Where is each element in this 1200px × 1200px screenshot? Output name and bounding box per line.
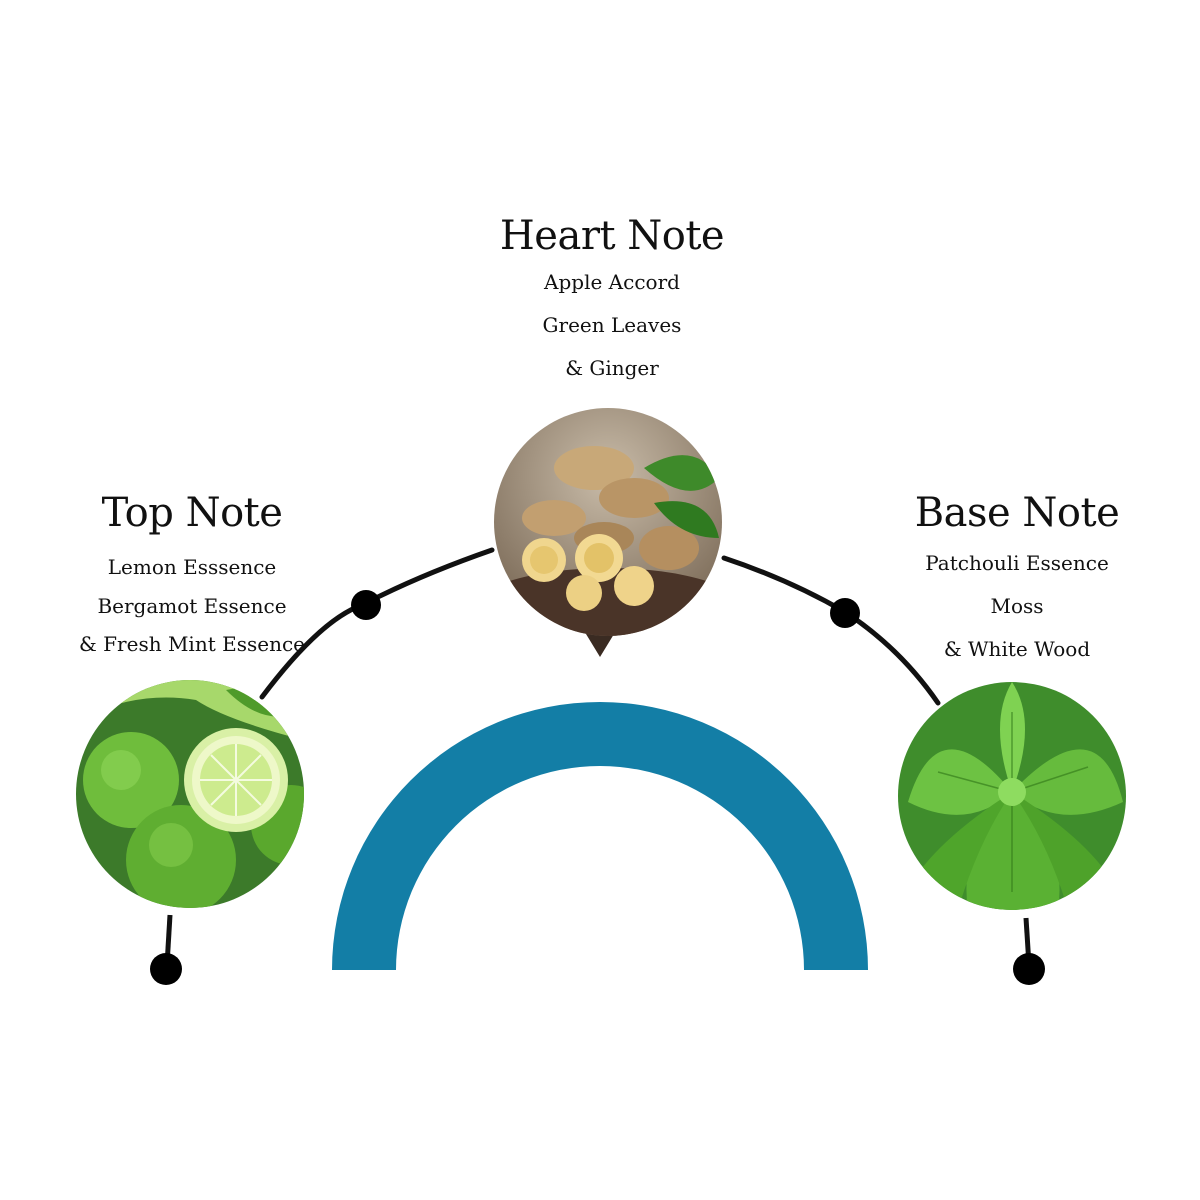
base-note-item-2: Moss (990, 594, 1044, 618)
right-connector-arc (721, 555, 941, 706)
base-note-item-1: Patchouli Essence (925, 551, 1109, 575)
left-arc-dot (351, 590, 381, 620)
heart-note-item-3: & Ginger (565, 356, 659, 380)
left-stem-dot (150, 953, 182, 985)
ginger-root-image (494, 408, 722, 636)
heart-note-item-1: Apple Accord (544, 270, 680, 294)
right-stem-dot (1013, 953, 1045, 985)
blue-arch (332, 702, 868, 970)
base-note-item-3: & White Wood (943, 637, 1091, 661)
heart-note-title: Heart Note (499, 213, 725, 259)
top-note-title: Top Note (101, 490, 283, 536)
heart-note-item-2: Green Leaves (542, 313, 682, 337)
patchouli-leaves-image (898, 682, 1126, 910)
bergamot-citrus-image (76, 680, 304, 908)
heart-pointer (586, 634, 614, 657)
base-note-title: Base Note (914, 490, 1120, 536)
top-note-item-2: Bergamot Essence (97, 594, 287, 618)
top-note-item-1: Lemon Esssence (107, 555, 277, 579)
top-note-item-3: & Fresh Mint Essence (79, 632, 305, 656)
right-arc-dot (830, 598, 860, 628)
